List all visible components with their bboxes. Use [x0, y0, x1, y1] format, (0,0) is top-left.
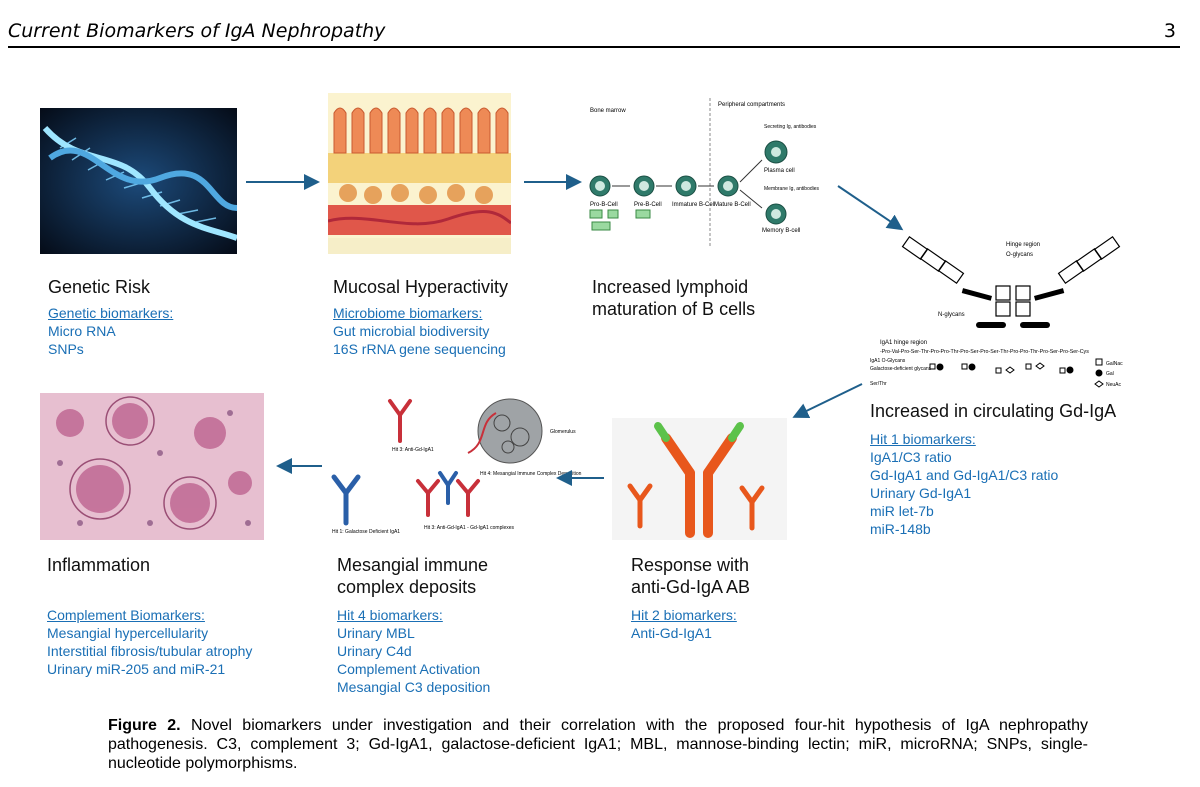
immature-b-cell-label: Immature B-Cell	[672, 202, 715, 208]
caption-text: Novel biomarkers under investigation and…	[108, 717, 1088, 772]
running-header-title: Current Biomarkers of IgA Nephropathy	[8, 20, 386, 42]
iga1-molecule-diagram: Hinge region O-glycans N-glycans IgA1 hi…	[866, 222, 1188, 392]
biomarker-item: Interstitial fibrosis/tubular atrophy	[47, 643, 253, 659]
stage-mesangial: Mesangial immune complex deposits Hit 4 …	[337, 554, 577, 696]
hit3-label: Hit 3: Anti-Gd-IgA1	[392, 447, 434, 453]
hit3b-label: Hit 3: Anti-Gd-IgA1 - Gd-IgA1 complexes	[424, 525, 515, 531]
biomarker-heading: Hit 2 biomarkers:	[631, 607, 737, 623]
biomarker-item: Mesangial hypercellularity	[47, 625, 209, 641]
figure-label: Figure 2.	[108, 717, 181, 734]
iga1-hinge-seq-title: IgA1 hinge region	[880, 340, 927, 346]
galactose-deficient-label: Galactose-deficient glycans	[870, 366, 932, 372]
stage-mucosal: Mucosal Hyperactivity Microbiome biomark…	[333, 276, 573, 358]
stage-title-line: Mesangial immune	[337, 555, 489, 575]
stage-title: Inflammation	[47, 555, 151, 575]
biomarker-item: Anti-Gd-IgA1	[631, 625, 712, 641]
dna-helix-image	[40, 108, 237, 254]
biomarker-item: Mesangial C3 deposition	[337, 679, 491, 695]
histology-image	[40, 393, 264, 540]
biomarker-item: Urinary MBL	[337, 625, 415, 641]
page-number: 3	[1163, 20, 1176, 42]
peripheral-label: Peripheral compartments	[718, 102, 785, 108]
hinge-region-label: Hinge region	[1006, 242, 1040, 248]
memory-b-cell-label: Memory B-cell	[762, 228, 800, 234]
stage-title-line: anti-Gd-IgA AB	[631, 577, 751, 597]
bone-marrow-label: Bone marrow	[590, 108, 626, 114]
pro-b-cell-label: Pro-B-Cell	[590, 202, 618, 208]
stage-circulating: Increased in circulating Gd-IgA Hit 1 bi…	[870, 400, 1190, 538]
stage-title: Genetic Risk	[48, 277, 151, 297]
ser-thr-label: Ser/Thr	[870, 381, 887, 387]
biomarker-item: miR let-7b	[870, 503, 934, 519]
biomarker-item: miR-148b	[870, 521, 931, 537]
antibody-image	[612, 418, 787, 540]
biomarker-item: Urinary C4d	[337, 643, 412, 659]
legend-galnac: GalNac	[1106, 361, 1123, 367]
iga1-hinge-sequence: -Pro-Val-Pro-Ser-Thr-Pro-Pro-Thr-Pro-Ser…	[880, 349, 1089, 355]
biomarker-item: Urinary miR-205 and miR-21	[47, 661, 226, 677]
stage-title: Mucosal Hyperactivity	[333, 277, 509, 297]
b-cell-maturation-diagram: Bone marrow Peripheral compartments Pro-…	[586, 98, 822, 248]
n-glycans-label: N-glycans	[938, 312, 965, 318]
biomarker-item: Urinary Gd-IgA1	[870, 485, 972, 501]
o-glycans-label: O-glycans	[1006, 252, 1033, 258]
stage-genetic: Genetic Risk Genetic biomarkers: Micro R…	[48, 276, 288, 358]
stage-lymphoid: Increased lymphoid maturation of B cells	[592, 276, 832, 320]
biomarker-item: Gut microbial biodiversity	[333, 323, 490, 339]
stage-response: Response with anti-Gd-IgA AB Hit 2 bioma…	[631, 554, 851, 642]
stage-title-line: complex deposits	[337, 577, 477, 597]
biomarker-item: IgA1/C3 ratio	[870, 449, 952, 465]
biomarker-item: Gd-IgA1 and Gd-IgA1/C3 ratio	[870, 467, 1059, 483]
mature-b-cell-label: Mature B-Cell	[714, 202, 751, 208]
plasma-cell-label: Plasma cell	[764, 168, 795, 174]
oglycans-text: IgA1 O-Glycans	[870, 358, 906, 364]
biomarker-item: Micro RNA	[48, 323, 116, 339]
biomarker-heading: Hit 1 biomarkers:	[870, 431, 976, 447]
hit1-label: Hit 1: Galactose Deficient IgA1	[332, 529, 400, 535]
legend-neuac: NeuAc	[1106, 382, 1122, 388]
stage-title: Increased in circulating Gd-IgA	[870, 401, 1117, 421]
biomarker-item: 16S rRNA gene sequencing	[333, 341, 506, 357]
stage-inflammation: Inflammation Complement Biomarkers: Mesa…	[47, 554, 307, 678]
secreting-ig-label: Secreting Ig, antibodies	[764, 124, 817, 130]
membrane-ig-label: Membrane Ig, antibodies	[764, 186, 820, 192]
arrow-lymphoid-to-circulating	[837, 185, 904, 231]
intestinal-villi-image	[328, 93, 511, 254]
arrow-circulating-to-response	[792, 383, 863, 418]
header-rule	[8, 46, 1180, 48]
biomarker-item: Complement Activation	[337, 661, 481, 677]
biomarker-item: SNPs	[48, 341, 84, 357]
immune-complex-diagram: Hit 3: Anti-Gd-IgA1 Hit 1: Galactose Def…	[328, 393, 586, 540]
glomerulus-label: Glomerulus	[550, 429, 576, 435]
legend-gal: Gal	[1106, 371, 1114, 377]
hit4-label: Hit 4: Mesangial Immune Complex Depositi…	[480, 471, 582, 477]
stage-title-line: maturation of B cells	[592, 299, 756, 319]
biomarker-heading: Microbiome biomarkers:	[333, 305, 483, 321]
biomarker-heading: Complement Biomarkers:	[47, 607, 205, 623]
stage-title-line: Response with	[631, 555, 750, 575]
biomarker-heading: Hit 4 biomarkers:	[337, 607, 443, 623]
pre-b-cell-label: Pre-B-Cell	[634, 202, 662, 208]
stage-title-line: Increased lymphoid	[592, 277, 749, 297]
figure-caption: Figure 2. Novel biomarkers under investi…	[108, 716, 1088, 773]
biomarker-heading: Genetic biomarkers:	[48, 305, 174, 321]
